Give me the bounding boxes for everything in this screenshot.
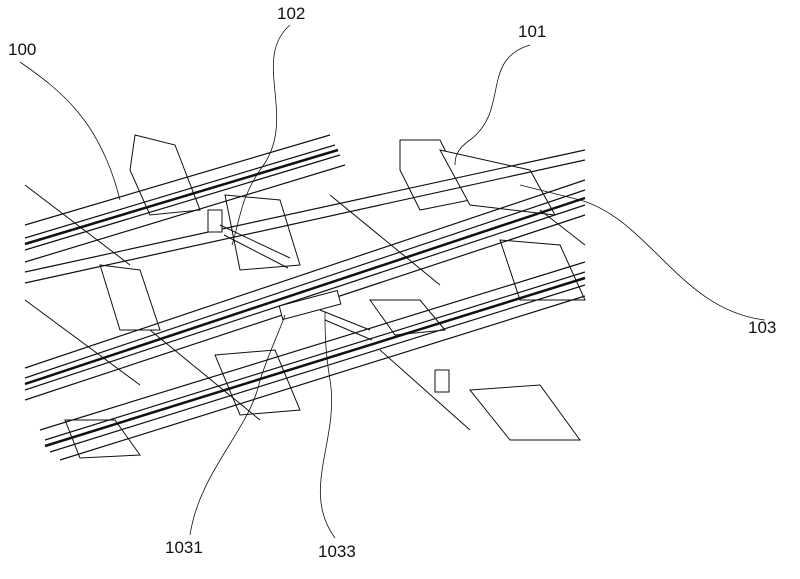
leader-lines — [19, 24, 766, 539]
rails — [24, 134, 586, 461]
label-103: 103 — [748, 318, 777, 337]
sleepers — [24, 134, 586, 459]
label-1033: 1033 — [318, 542, 356, 561]
label-100: 100 — [8, 40, 37, 59]
label-101: 101 — [518, 22, 547, 41]
label-102: 102 — [277, 4, 306, 23]
connectors — [207, 209, 450, 393]
label-1031: 1031 — [165, 538, 203, 557]
